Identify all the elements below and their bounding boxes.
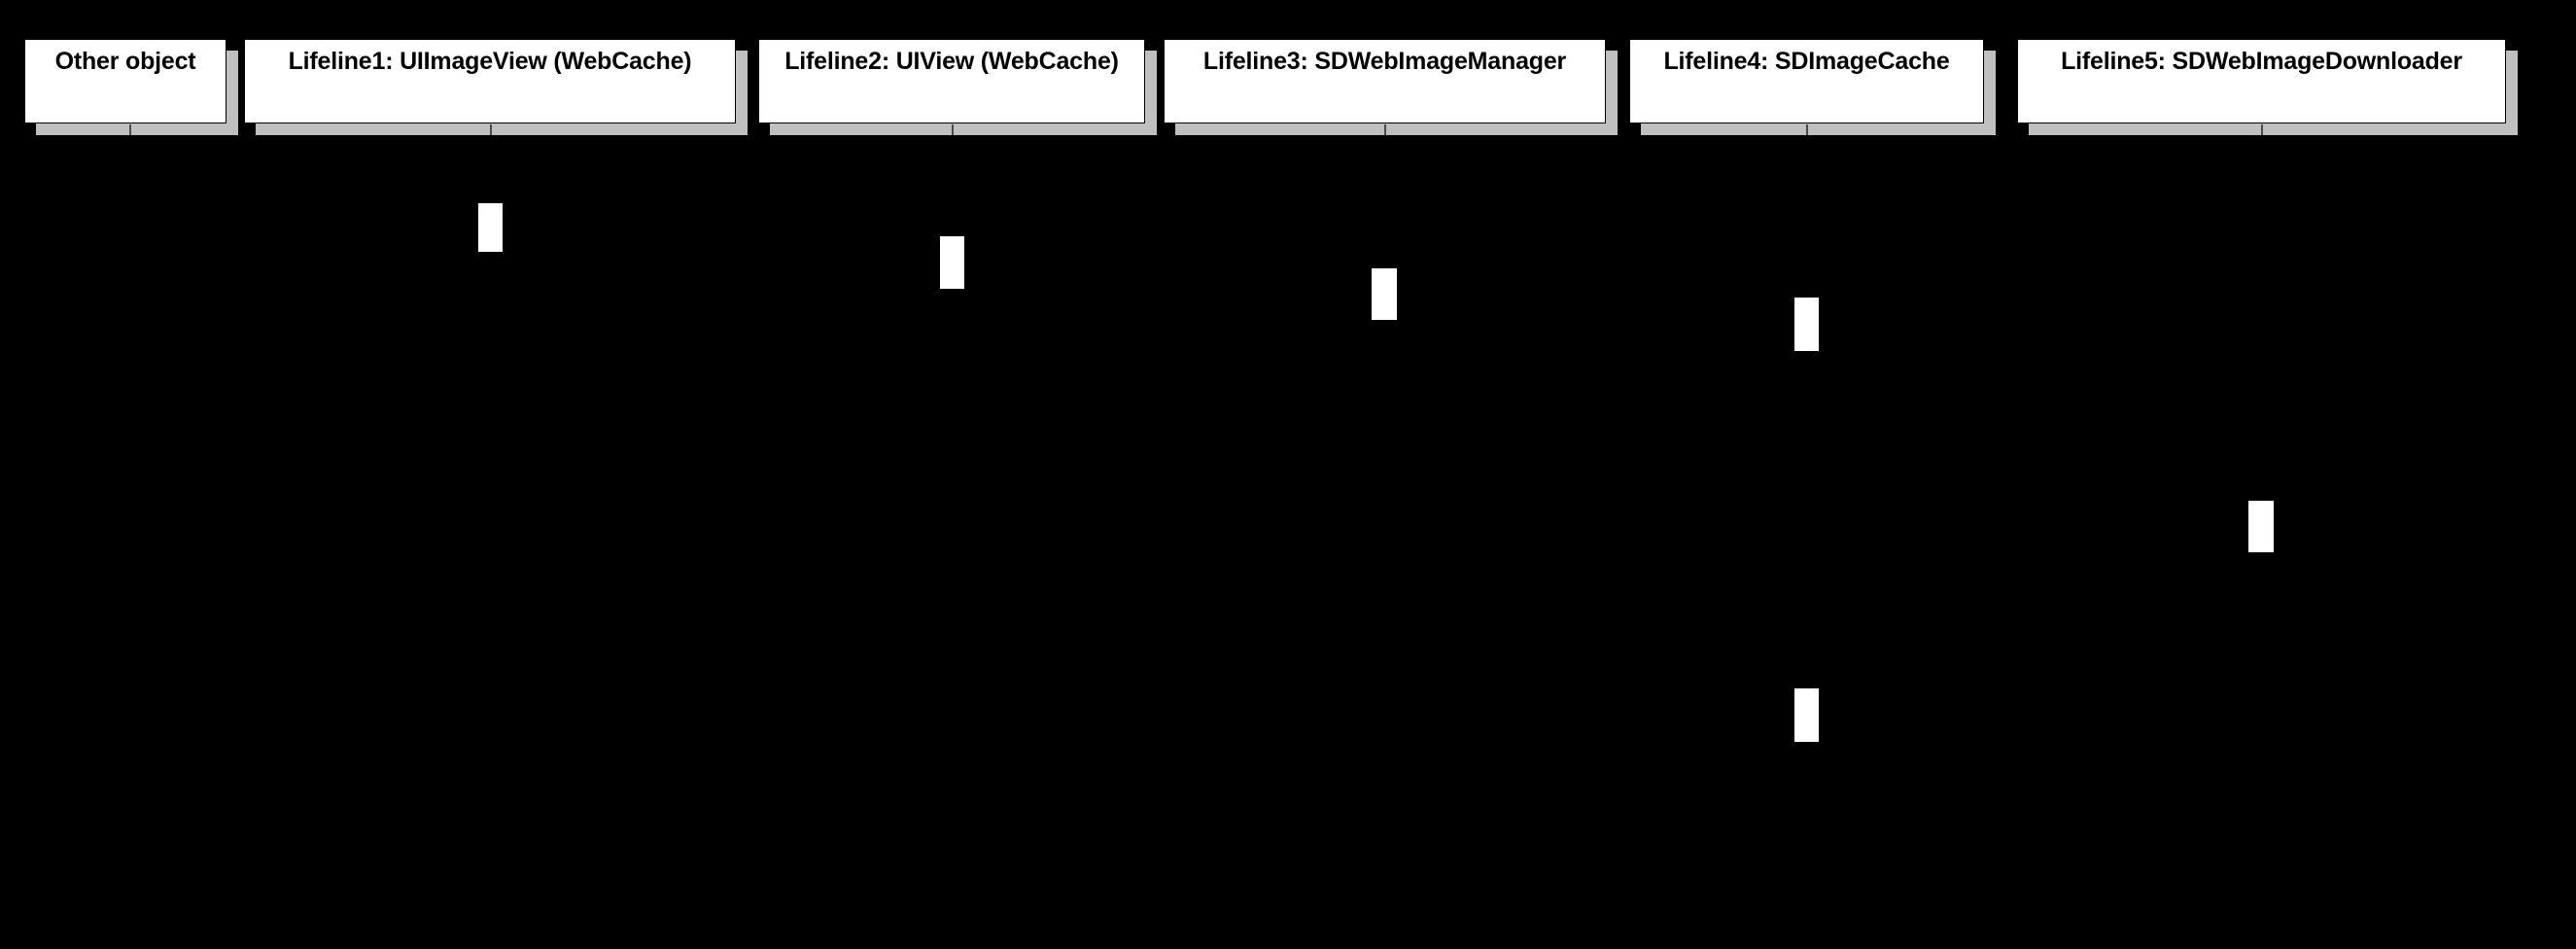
lifeline-stem — [952, 136, 953, 949]
lifeline-tick — [1806, 124, 1808, 135]
activation-bar[interactable] — [1794, 298, 1819, 351]
activation-bar[interactable] — [940, 236, 964, 289]
lifeline-label: Lifeline5: SDWebImageDownloader — [2061, 48, 2462, 75]
lifeline-tick — [1384, 124, 1386, 135]
lifeline-header-box[interactable]: Lifeline2: UIView (WebCache) — [758, 39, 1145, 123]
lifeline-header-box[interactable]: Lifeline5: SDWebImageDownloader — [2017, 39, 2506, 123]
lifeline-label: Lifeline4: SDImageCache — [1663, 48, 1950, 75]
lifeline-label: Lifeline3: SDWebImageManager — [1202, 48, 1567, 75]
lifeline-header-box[interactable]: Lifeline4: SDImageCache — [1629, 39, 1984, 123]
lifeline-header-box[interactable]: Other object — [24, 39, 226, 123]
lifeline-label: Lifeline1: UIImageView (WebCache) — [288, 48, 692, 75]
lifeline-tick — [952, 124, 954, 135]
lifeline-header-box[interactable]: Lifeline3: SDWebImageManager — [1164, 39, 1606, 123]
lifeline-tick — [490, 124, 492, 135]
activation-bar[interactable] — [478, 203, 503, 252]
lifeline-label: Lifeline2: UIView (WebCache) — [784, 48, 1119, 75]
lifeline-tick — [2261, 124, 2263, 135]
lifeline-label: Other object — [54, 48, 196, 75]
lifeline-tick — [129, 124, 131, 135]
activation-bar[interactable] — [1372, 268, 1397, 320]
lifeline-stem — [129, 136, 130, 949]
lifeline-stem — [490, 136, 491, 949]
lifeline-stem — [1384, 136, 1385, 949]
activation-bar[interactable] — [1794, 688, 1819, 742]
lifeline-header-box[interactable]: Lifeline1: UIImageView (WebCache) — [244, 39, 736, 123]
activation-bar[interactable] — [2248, 501, 2274, 552]
lifeline-stem — [1806, 136, 1807, 949]
